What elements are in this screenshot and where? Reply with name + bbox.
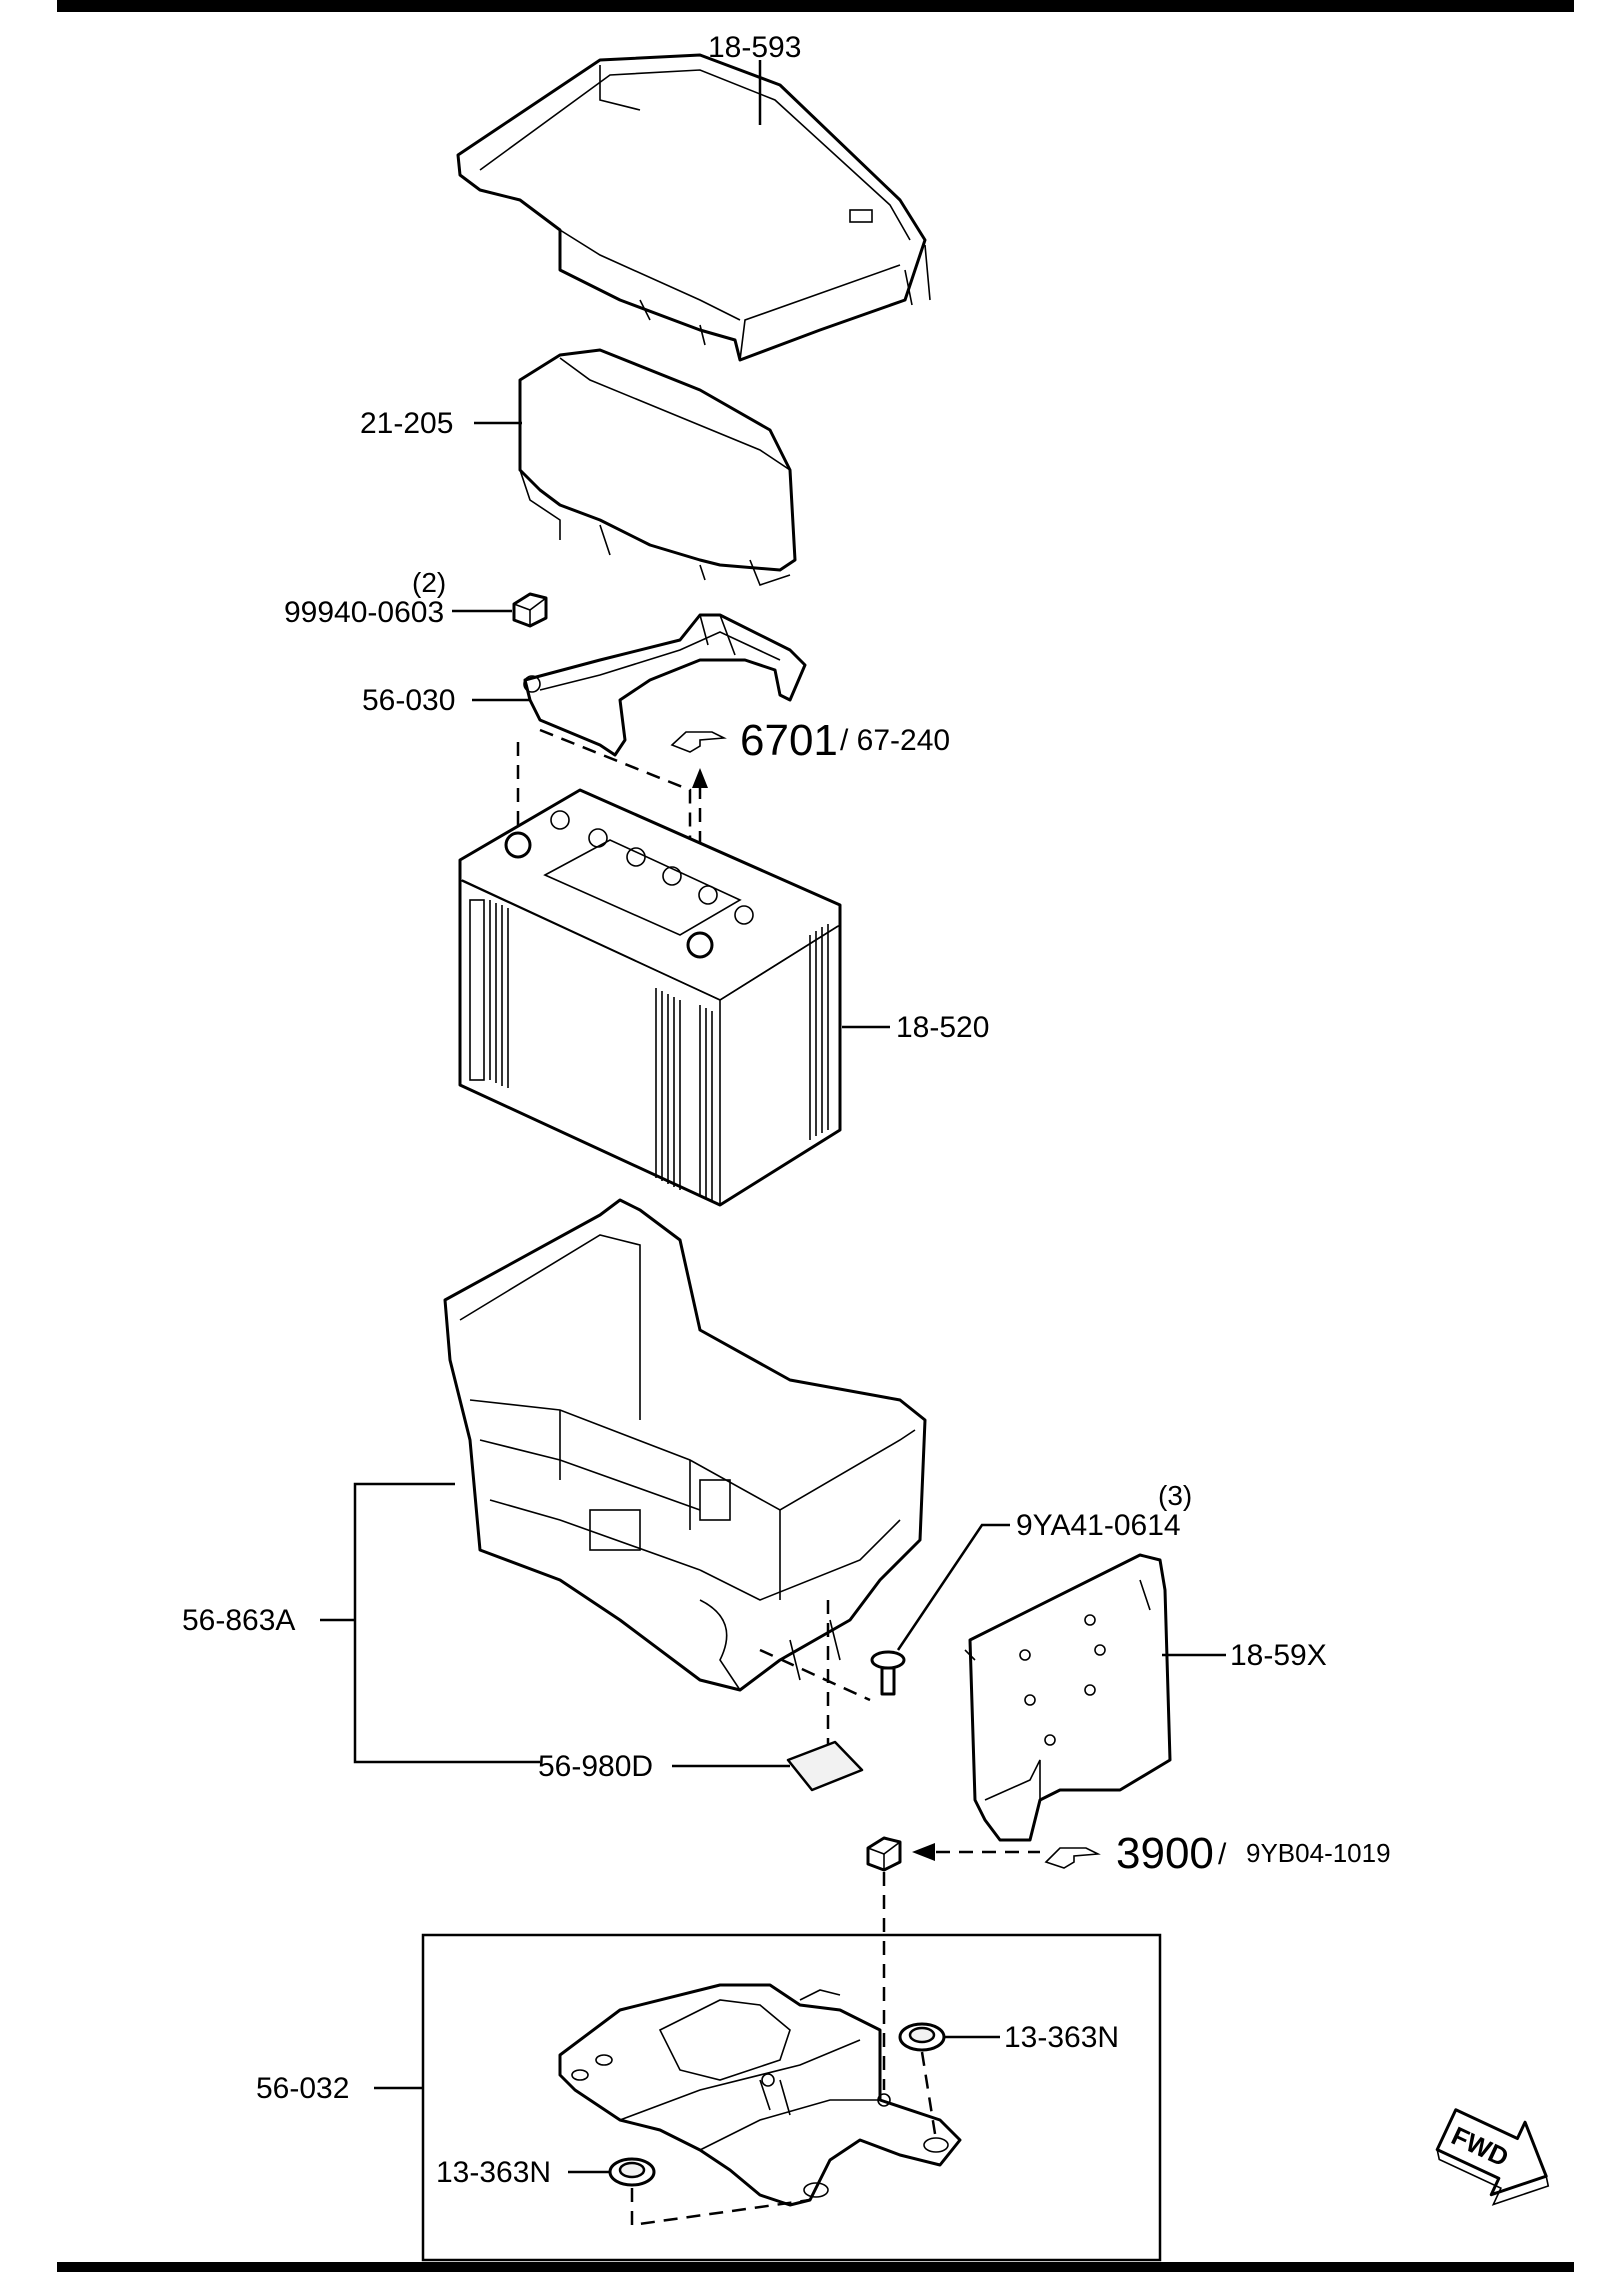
ref-6701-code: / 67-240 [840,724,950,757]
dashed-link-tray-pad [759,1600,871,1745]
grommet-left-icon [608,2157,656,2187]
label-18-520: 18-520 [896,1011,989,1044]
bracket-56-863A [353,1482,540,1764]
nut-icon [512,592,548,628]
label-nut-quantity: (2) [412,567,446,598]
label-13-363N-right: 13-363N [1004,2021,1119,2054]
base-bracket-drawing [558,1983,962,2207]
label-99940-0603: 99940-0603 [284,596,444,629]
label-bolt-quantity: (3) [1158,1480,1192,1511]
label-21-205: 21-205 [360,407,453,440]
leader-9YA41-0614 [896,1523,1010,1651]
arrowhead-6701 [692,768,708,788]
ref-3900-separator: / [1218,1838,1227,1871]
hold-down-drawing [523,613,807,757]
pointing-hand-3900-icon [1044,1847,1101,1869]
grommet-right-icon [898,2022,946,2052]
battery-tray-drawing [443,1198,927,1692]
arrowhead-3900 [912,1843,935,1861]
label-56-032: 56-032 [256,2072,349,2105]
ref-6701: 6701 [740,716,838,765]
label-56-030: 56-030 [362,684,455,717]
nut-3900-icon [866,1836,902,1872]
fwd-arrow-icon: FWD [1435,2108,1550,2206]
bottom-border-bar [57,2262,1574,2272]
label-9YA41-0614: 9YA41-0614 [1016,1509,1181,1542]
top-border-bar [57,0,1574,12]
bolt-icon [870,1650,906,1696]
dashed-link-grommet-right [920,2051,938,2141]
ref-3900: 3900 [1116,1829,1214,1878]
label-56-980D: 56-980D [538,1750,653,1783]
insulator-drawing [518,348,797,586]
label-13-363N-left: 13-363N [436,2156,551,2189]
battery-drawing [458,788,842,1207]
battery-cover-drawing [456,53,931,362]
pointing-hand-icon [670,731,727,753]
bracket-detail-box [421,1933,1162,2262]
label-18-593: 18-593 [708,31,801,64]
dashed-link-grommet-left [630,2188,811,2227]
ref-3900-code: 9YB04-1019 [1246,1838,1391,1868]
pad-drawing [786,1740,864,1792]
side-panel-drawing [964,1553,1172,1842]
label-56-863A: 56-863A [182,1604,295,1637]
label-18-59X: 18-59X [1230,1639,1327,1672]
